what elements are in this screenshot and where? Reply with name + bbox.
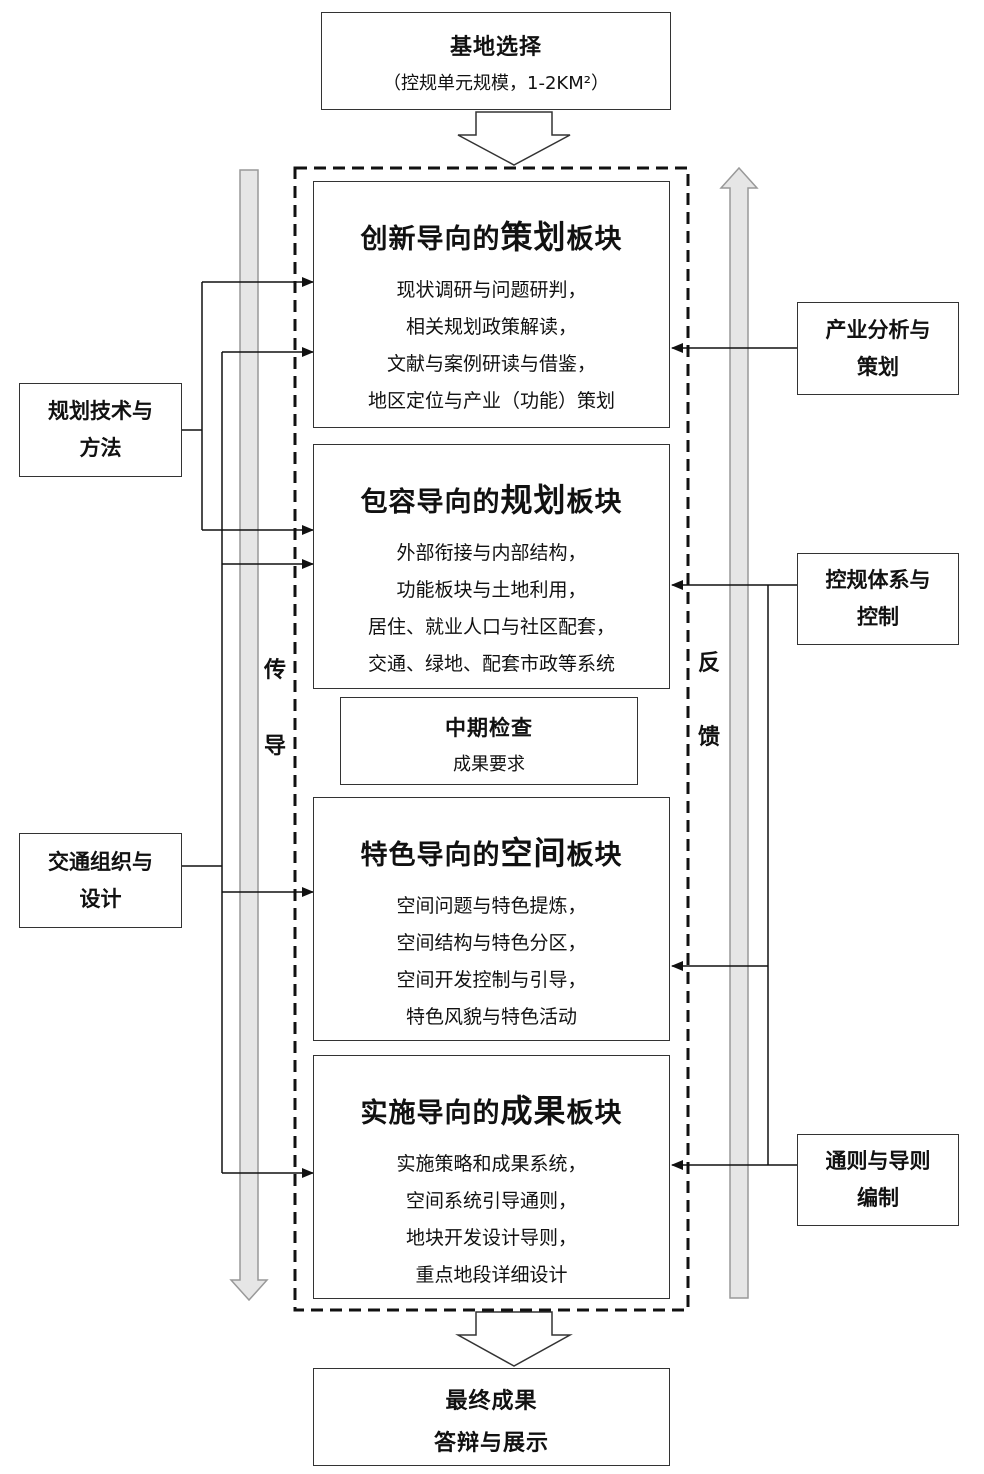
list-item: 重点地段详细设计 xyxy=(415,1264,568,1286)
list-item: 空间结构与特色分区， xyxy=(396,932,587,954)
block-items: 空间问题与特色提炼， 空间结构与特色分区， 空间开发控制与引导， 特色风貌与特色… xyxy=(314,888,669,1036)
feedback-arrow xyxy=(719,166,759,1299)
list-item: 交通、绿地、配套市政等系统 xyxy=(367,653,615,675)
midterm-title: 中期检查 xyxy=(445,716,533,740)
industry-analysis-box: 产业分析与 策划 xyxy=(797,302,959,395)
dashed-frame xyxy=(293,166,690,1312)
list-item: 功能板块与土地利用， xyxy=(396,579,587,601)
left-connector-2 xyxy=(182,347,314,1178)
planning-strategy-block: 创新导向的策划板块 现状调研与问题研判， 相关规划政策解读， 文献与案例研读与借… xyxy=(313,181,670,428)
site-selection-box: 基地选择 （控规单元规模，1-2KM²） xyxy=(321,12,671,110)
right-connector-2 xyxy=(671,580,797,1165)
list-item: 特色风貌与特色活动 xyxy=(405,1006,577,1028)
guideline-box: 通则与导则 编制 xyxy=(797,1134,959,1226)
list-item: 地区定位与产业（功能）策划 xyxy=(367,390,615,412)
list-item: 空间问题与特色提炼， xyxy=(396,895,587,917)
list-item: 居住、就业人口与社区配套， xyxy=(367,616,615,638)
regulatory-system-box: 控规体系与 控制 xyxy=(797,553,959,645)
list-item: 空间开发控制与引导， xyxy=(396,969,587,991)
list-item: 地块开发设计导则， xyxy=(405,1227,577,1249)
list-item: 空间系统引导通则， xyxy=(405,1190,577,1212)
midterm-subtitle: 成果要求 xyxy=(453,754,525,775)
block-title: 创新导向的策划板块 xyxy=(360,218,623,256)
site-selection-title: 基地选择 xyxy=(449,35,542,60)
list-item: 现状调研与问题研判， xyxy=(396,279,587,301)
transmission-label-1: 传 xyxy=(264,658,287,683)
list-item: 相关规划政策解读， xyxy=(405,316,577,338)
feedback-label-1: 反 xyxy=(698,651,721,676)
traffic-design-box: 交通组织与 设计 xyxy=(19,833,182,928)
list-item: 外部衔接与内部结构， xyxy=(396,542,587,564)
implementation-block: 实施导向的成果板块 实施策略和成果系统， 空间系统引导通则， 地块开发设计导则，… xyxy=(313,1055,670,1299)
final-result-line1: 最终成果 xyxy=(445,1389,538,1414)
down-arrow-bottom xyxy=(455,1311,573,1367)
block-items: 实施策略和成果系统， 空间系统引导通则， 地块开发设计导则， 重点地段详细设计 xyxy=(314,1146,669,1294)
down-arrow-top xyxy=(457,111,571,166)
final-result-line2: 答辩与展示 xyxy=(433,1431,549,1456)
block-items: 外部衔接与内部结构， 功能板块与土地利用， 居住、就业人口与社区配套， 交通、绿… xyxy=(314,535,669,683)
left-connector-1 xyxy=(182,277,314,535)
feedback-label-2: 馈 xyxy=(698,725,721,750)
block-title: 包容导向的规划板块 xyxy=(360,481,623,519)
transmission-arrow xyxy=(229,169,269,1302)
block-items: 现状调研与问题研判， 相关规划政策解读， 文献与案例研读与借鉴， 地区定位与产业… xyxy=(314,272,669,420)
block-title: 实施导向的成果板块 xyxy=(360,1092,623,1130)
transmission-label-2: 导 xyxy=(264,734,287,759)
planning-technique-box: 规划技术与 方法 xyxy=(19,383,182,477)
site-selection-subtitle: （控规单元规模，1-2KM²） xyxy=(383,73,609,94)
inclusive-planning-block: 包容导向的规划板块 外部衔接与内部结构， 功能板块与土地利用， 居住、就业人口与… xyxy=(313,444,670,689)
list-item: 实施策略和成果系统， xyxy=(396,1153,587,1175)
block-title: 特色导向的空间板块 xyxy=(360,834,623,872)
list-item: 文献与案例研读与借鉴， xyxy=(386,353,596,375)
final-result-box: 最终成果 答辩与展示 xyxy=(313,1368,670,1466)
spatial-feature-block: 特色导向的空间板块 空间问题与特色提炼， 空间结构与特色分区， 空间开发控制与引… xyxy=(313,797,670,1041)
midterm-check-box: 中期检查 成果要求 xyxy=(340,697,638,785)
